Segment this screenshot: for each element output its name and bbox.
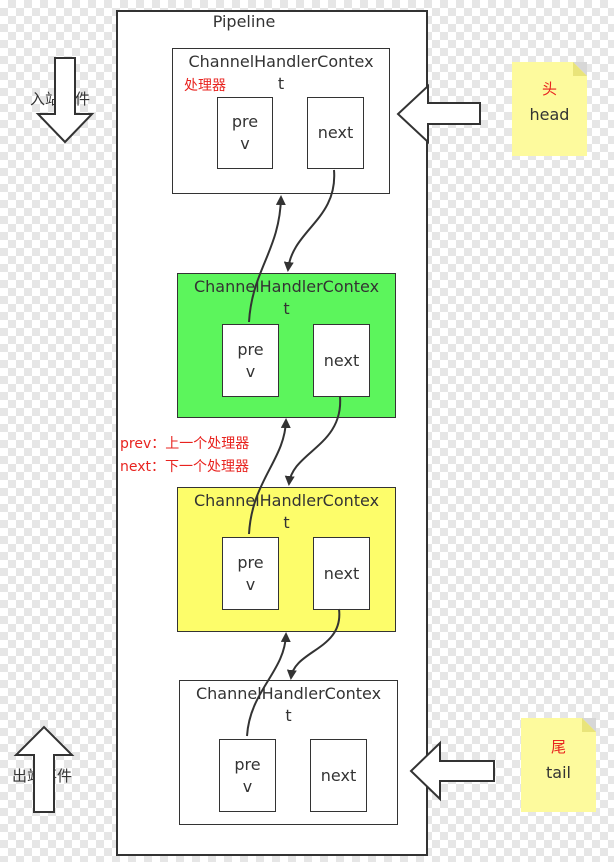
context-subtitle: 处理器 xyxy=(184,78,226,94)
note-fold-shadow xyxy=(573,62,587,76)
next-label: next xyxy=(323,563,360,583)
prev-label-line1: pre xyxy=(237,339,264,359)
context-title: ChannelHandlerContex t xyxy=(178,276,395,320)
head-note: 头 head xyxy=(512,62,587,156)
legend-next: next：下一个处理器 xyxy=(120,459,250,475)
context-title: ChannelHandlerContex t xyxy=(173,51,389,95)
tail-note: 尾 tail xyxy=(521,718,596,812)
next-label: next xyxy=(323,350,360,370)
tail-note-title: 尾 xyxy=(550,738,566,756)
legend-prev: prev：上一个处理器 xyxy=(120,436,250,452)
prev-label-line1: pre xyxy=(237,552,264,572)
next-link-arrow xyxy=(284,395,342,486)
next-slot: next xyxy=(313,537,370,610)
context-box-1: ChannelHandlerContex t 处理器 pre v next xyxy=(172,48,390,194)
head-note-text: head xyxy=(529,105,570,124)
context-title-line1: ChannelHandlerContex xyxy=(193,491,380,510)
head-note-title: 头 xyxy=(541,80,557,98)
head-arrow-icon xyxy=(396,83,481,145)
context-title: ChannelHandlerContex t xyxy=(178,490,395,534)
context-title-line2: t xyxy=(283,513,290,532)
prev-label-line1: pre xyxy=(231,112,259,131)
context-title-line1: ChannelHandlerContex xyxy=(188,52,374,71)
prev-label-line2: v xyxy=(242,776,253,796)
context-title-line2: t xyxy=(285,706,292,725)
next-slot: next xyxy=(313,324,370,397)
next-link-arrow xyxy=(283,169,336,272)
context-title: ChannelHandlerContex t xyxy=(180,683,397,727)
context-title-line1: ChannelHandlerContex xyxy=(193,277,380,296)
context-title-line2: t xyxy=(283,299,290,318)
next-link-arrow xyxy=(286,608,341,680)
prev-label-line2: v xyxy=(240,134,250,153)
prev-link-arrow xyxy=(248,418,291,535)
pipeline-title: Pipeline xyxy=(212,12,276,31)
prev-link-arrow xyxy=(248,195,286,323)
tail-note-text: tail xyxy=(546,763,571,782)
next-slot: next xyxy=(310,739,367,812)
next-label: next xyxy=(320,765,357,785)
tail-arrow-icon xyxy=(409,740,495,802)
prev-label-line1: pre xyxy=(234,754,261,774)
note-fold-shadow xyxy=(582,718,596,732)
prev-link-arrow xyxy=(246,632,291,737)
next-slot: next xyxy=(307,97,364,169)
prev-label-line2: v xyxy=(245,361,256,381)
prev-label-line2: v xyxy=(245,574,256,594)
inbound-arrow-icon xyxy=(35,57,95,144)
prev-slot: pre v xyxy=(217,97,273,169)
outbound-arrow-icon xyxy=(13,725,75,813)
context-title-line2: t xyxy=(277,74,285,93)
context-title-line1: ChannelHandlerContex xyxy=(195,684,382,703)
next-label: next xyxy=(317,123,354,142)
